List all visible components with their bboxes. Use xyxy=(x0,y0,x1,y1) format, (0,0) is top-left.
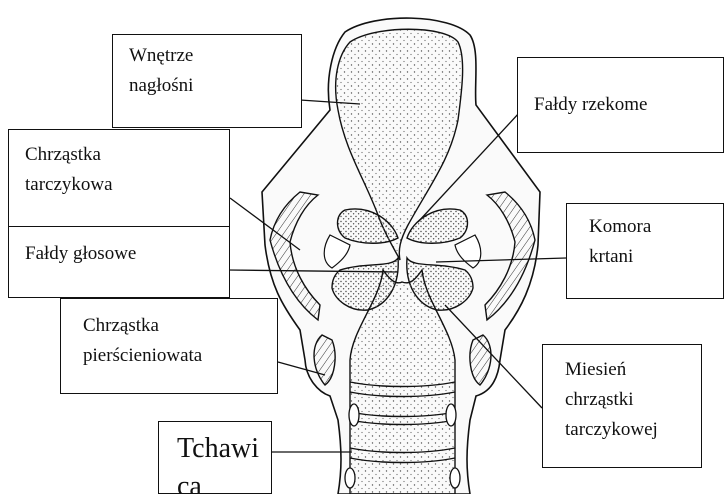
label-chrzastka-tarczykowa: Chrząstka tarczykowa xyxy=(8,129,230,227)
label-faldy-glosowe-text: Fałdy głosowe xyxy=(25,239,213,269)
label-komora-krtani: Komora krtani xyxy=(566,203,724,299)
label-miesien-chrzastki-tarczykowej: Miesień chrząstki tarczykowej xyxy=(542,344,702,468)
label-tchawica: Tchawi ca xyxy=(158,421,272,494)
label-miesien-line-2: chrząstki xyxy=(565,385,679,415)
label-chrzastka-pierscieniowata: Chrząstka pierścieniowata xyxy=(60,298,278,394)
label-wnetrze-line-2: nagłośni xyxy=(129,71,285,101)
label-komora-line-1: Komora xyxy=(589,212,701,242)
label-faldy-rzekome: Fałdy rzekome xyxy=(517,57,724,153)
label-faldy-glosowe: Fałdy głosowe xyxy=(8,226,230,298)
label-faldy-rzekome-text: Fałdy rzekome xyxy=(534,90,707,120)
label-wnetrze-naglosni: Wnętrze nagłośni xyxy=(112,34,302,128)
label-wnetrze-line-1: Wnętrze xyxy=(129,41,285,71)
label-tarczykowa-line-2: tarczykowa xyxy=(25,170,213,200)
label-tchawica-line-1: Tchawi xyxy=(177,430,253,468)
label-tchawica-line-2: ca xyxy=(177,468,253,494)
label-tarczykowa-line-1: Chrząstka xyxy=(25,140,213,170)
label-miesien-line-1: Miesień xyxy=(565,355,679,385)
label-miesien-line-3: tarczykowej xyxy=(565,415,679,445)
label-pierscieniowata-line-2: pierścieniowata xyxy=(83,341,255,371)
label-komora-line-2: krtani xyxy=(589,242,701,272)
label-pierscieniowata-line-1: Chrząstka xyxy=(83,311,255,341)
